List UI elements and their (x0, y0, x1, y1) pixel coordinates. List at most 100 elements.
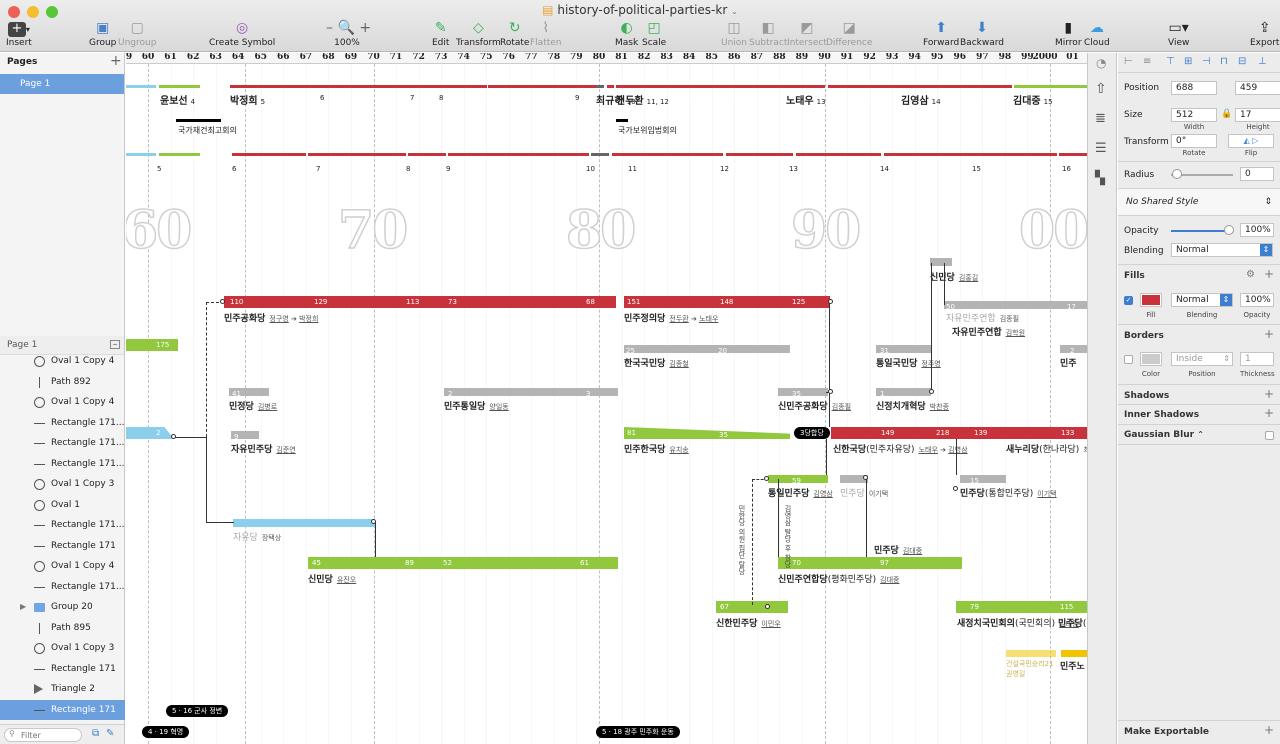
subtract-button[interactable]: ◧Subtract (749, 20, 788, 48)
chevron-down-icon[interactable]: ⌄ (731, 7, 738, 16)
page-list-item[interactable]: Page 1 (0, 74, 124, 94)
flip-horizontal-icon[interactable]: ◭ (1243, 136, 1250, 145)
layer-row[interactable]: Oval 1 Copy 4 (0, 351, 125, 371)
party-seat-bar[interactable] (233, 519, 375, 527)
connector-node[interactable] (171, 434, 176, 439)
connector-node[interactable] (765, 604, 770, 609)
layers-view-icon[interactable]: ⧉ (92, 728, 100, 739)
transform-button[interactable]: ◇Transform (456, 20, 501, 48)
flip-buttons[interactable]: ◭ ▷ (1228, 134, 1274, 148)
party-seat-bar[interactable]: 67 (716, 601, 788, 613)
layer-row[interactable]: ▶Group 20 (0, 597, 125, 617)
party-seat-bar[interactable]: 41 (229, 388, 269, 398)
radius-input[interactable]: 0 (1240, 167, 1274, 181)
party-seat-bar[interactable]: 59 (768, 475, 828, 485)
mirror-button[interactable]: ▮Mirror (1055, 20, 1082, 48)
party-seat-bar[interactable]: 175 (126, 339, 178, 351)
add-border-icon[interactable]: + (1264, 327, 1275, 341)
align-bottom-icon[interactable]: ⊥ (1258, 56, 1267, 67)
gear-icon[interactable]: ⚙ (1246, 269, 1255, 280)
arrange-icon[interactable]: ▚ (1095, 171, 1105, 186)
party-seat-bar[interactable]: 35 (778, 388, 828, 398)
align-top-icon[interactable]: ⊤ (1166, 56, 1175, 67)
layer-row[interactable]: Oval 1 Copy 4 (0, 556, 125, 576)
party-seat-bar[interactable]: 2 (126, 427, 174, 439)
height-input[interactable]: 17 (1235, 108, 1280, 122)
zoom-control[interactable]: – 🔍 +100% (326, 20, 372, 48)
layer-row[interactable]: Rectangle 171 (0, 536, 125, 556)
party-seat-bar[interactable]: 2 (1060, 345, 1087, 355)
layer-row[interactable]: Oval 1 Copy 3 (0, 638, 125, 658)
blur-enabled-checkbox[interactable] (1265, 431, 1274, 440)
layer-row[interactable]: Rectangle 171... (0, 413, 125, 433)
export-button[interactable]: ⇪Export (1250, 20, 1280, 48)
connector-node[interactable] (828, 389, 833, 394)
layer-row[interactable]: Path 895 (0, 618, 125, 638)
backward-button[interactable]: ⬇Backward (960, 20, 1004, 48)
gaussian-blur-header[interactable]: Gaussian Blur ⌃ (1124, 430, 1204, 440)
insert-button[interactable]: +▾Insert (6, 21, 32, 49)
view-button[interactable]: ▭▾View (1168, 20, 1190, 48)
difference-button[interactable]: ◪Difference (826, 20, 873, 48)
align-left-icon[interactable]: ⊢ (1124, 56, 1133, 67)
party-seat-bar[interactable]: 9 (231, 431, 259, 441)
lock-icon[interactable]: 🔒 (1221, 109, 1233, 119)
add-shadow-icon[interactable]: + (1264, 387, 1275, 401)
shared-style-select[interactable]: No Shared Style⇕ (1118, 189, 1280, 215)
layer-row[interactable]: Rectangle 171... (0, 515, 125, 535)
edit-button[interactable]: ✎Edit (432, 20, 450, 48)
cloud-button[interactable]: ☁Cloud (1084, 20, 1110, 48)
align-vtop-icon[interactable]: ⊓ (1220, 56, 1228, 67)
width-input[interactable]: 512 (1171, 108, 1217, 122)
minimize-window-button[interactable] (27, 6, 39, 18)
group-button[interactable]: ▣Group (89, 20, 117, 48)
party-seat-bar[interactable]: 15 (960, 475, 1006, 485)
connector-node[interactable] (828, 299, 833, 304)
ungroup-button[interactable]: ▢Ungroup (118, 20, 157, 48)
intersect-button[interactable]: ◩Intersect (787, 20, 827, 48)
add-inner-shadow-icon[interactable]: + (1264, 406, 1275, 420)
layer-row[interactable]: Oval 1 Copy 4 (0, 392, 125, 412)
connector-node[interactable] (863, 475, 868, 480)
layer-row[interactable]: Rectangle 171... (0, 454, 125, 474)
layer-filter-input[interactable] (4, 728, 82, 742)
rotate-input[interactable]: 0° (1171, 134, 1217, 148)
connector-node[interactable] (371, 519, 376, 524)
party-seat-bar[interactable] (1061, 650, 1087, 657)
border-thickness-input[interactable]: 1 (1240, 352, 1274, 366)
layer-row[interactable]: Rectangle 171... (0, 577, 125, 597)
opacity-input[interactable]: 100% (1240, 223, 1274, 237)
position-y-input[interactable]: 459 (1235, 81, 1280, 95)
add-page-button[interactable]: + (110, 53, 122, 69)
list-icon[interactable]: ☰ (1095, 141, 1107, 156)
add-export-icon[interactable]: + (1264, 723, 1275, 737)
fill-color-swatch[interactable] (1140, 293, 1162, 307)
layer-row[interactable]: Oval 1 (0, 495, 125, 515)
layer-row[interactable]: Rectangle 171... (0, 433, 125, 453)
layer-row[interactable]: Path 892 (0, 372, 125, 392)
rotate-button[interactable]: ↻Rotate (500, 20, 530, 48)
layer-row[interactable]: Rectangle 171 (0, 659, 125, 679)
sketch-logo-icon[interactable]: ◔ (1096, 56, 1107, 70)
layout-icon[interactable]: ≣ (1095, 111, 1106, 126)
party-seat-bar[interactable] (930, 258, 952, 266)
zoom-window-button[interactable] (46, 6, 58, 18)
fill-enabled-checkbox[interactable]: ✓ (1124, 296, 1133, 305)
party-seat-bar[interactable]: 115 (1056, 601, 1087, 613)
party-seat-bar[interactable] (840, 475, 868, 483)
blending-select[interactable]: Normal⇕ (1171, 243, 1273, 257)
layer-row[interactable]: Triangle 2 (0, 679, 125, 699)
radius-slider[interactable] (1171, 174, 1233, 176)
align-middle-icon[interactable]: ⊞ (1184, 56, 1193, 67)
connector-node[interactable] (220, 299, 225, 304)
close-window-button[interactable] (8, 6, 20, 18)
